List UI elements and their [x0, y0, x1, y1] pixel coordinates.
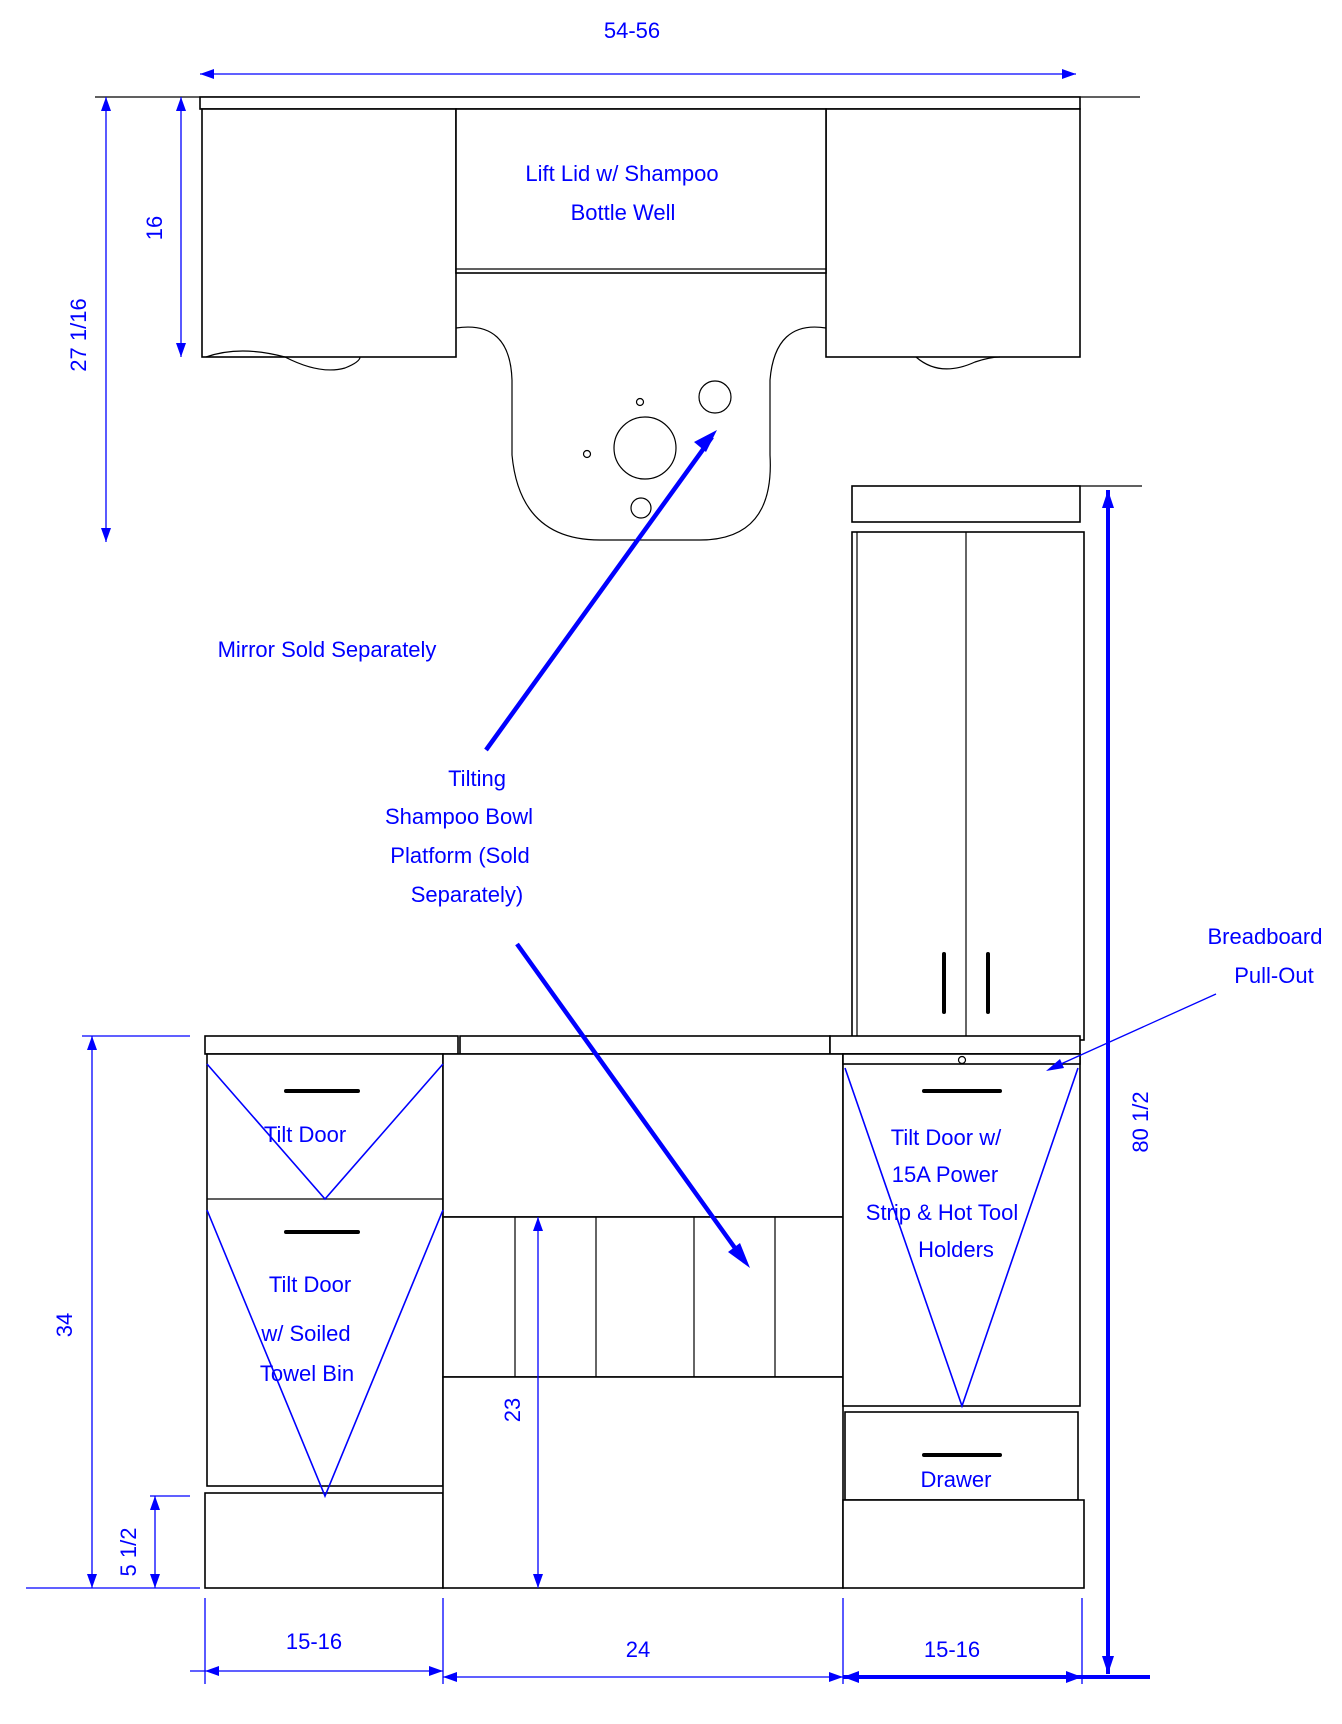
dim-toe-kick: 5 1/2: [116, 1528, 141, 1577]
tilt-swing-indicator-right: [844, 1067, 1079, 1409]
mirror-note: Mirror Sold Separately: [218, 637, 437, 662]
arrowhead-icon: [1102, 1656, 1114, 1674]
dimension-lines: [26, 69, 1150, 1684]
drawer-handle-icon: [284, 1230, 360, 1234]
upper-cabinet-right: [825, 108, 1081, 358]
tilt-door-left-label-line3: Towel Bin: [260, 1361, 354, 1386]
arrowhead-icon: [150, 1496, 160, 1510]
tilt-door-left-label-line2: w/ Soiled: [260, 1321, 350, 1346]
lift-lid-label-line1: Lift Lid w/ Shampoo: [525, 161, 718, 186]
arrowhead-icon: [1046, 1059, 1064, 1071]
arrowhead-icon: [200, 69, 214, 79]
upper-crown-molding: [199, 96, 1081, 110]
tilt-door-left-top-label: Tilt Door: [264, 1122, 346, 1147]
shampoo-bowl-outline: [455, 326, 827, 541]
center-slats: [442, 1216, 844, 1378]
tilt-door-right-label-line3: Strip & Hot Tool: [866, 1200, 1018, 1225]
tilt-door-right-label-line4: Holders: [918, 1237, 994, 1262]
lift-lid-label-line2: Bottle Well: [571, 200, 676, 225]
arrowhead-icon: [101, 528, 111, 542]
drawer-handle-icon: [942, 952, 946, 1014]
tilting-label-line2: Shampoo Bowl: [385, 804, 533, 829]
breadboard-pull-out: [842, 1053, 1081, 1065]
faucet-hole: [698, 380, 732, 414]
upper-cabinet-assembly: [95, 96, 1140, 541]
countertop-left: [204, 1035, 459, 1055]
arrowhead-icon: [843, 1671, 859, 1683]
arrowhead-icon: [728, 1243, 750, 1268]
arrowhead-icon: [533, 1217, 543, 1231]
light-fixture-left: [205, 350, 361, 371]
leader-line-bowl-upper: [484, 435, 714, 752]
arrowhead-icon: [87, 1574, 97, 1588]
callout-leaders: [484, 430, 1217, 1268]
arrowhead-icon: [443, 1672, 457, 1682]
drain-opening: [613, 416, 677, 480]
tower-body: [851, 531, 1085, 1041]
dim-tower-height: 80 1/2: [1128, 1091, 1153, 1152]
drawer-label: Drawer: [921, 1467, 992, 1492]
tilting-label-line4: Separately): [411, 882, 524, 907]
dim-upper-height: 27 1/16: [66, 298, 91, 371]
arrowhead-icon: [1062, 69, 1076, 79]
dim-overall-width: 54-56: [604, 18, 660, 43]
upper-cabinet-left: [201, 108, 457, 358]
countertop-center: [459, 1035, 831, 1055]
drawer-handle-icon: [922, 1453, 1002, 1457]
arrowhead-icon: [429, 1666, 443, 1676]
leader-line-breadboard: [1051, 993, 1217, 1069]
drawer-handle-icon: [986, 952, 990, 1014]
arrowhead-icon: [101, 97, 111, 111]
arrowhead-icon: [176, 97, 186, 111]
sprayer-hole: [630, 497, 652, 519]
countertop-right: [829, 1035, 1081, 1055]
arrowhead-icon: [829, 1672, 843, 1682]
tilting-label-line3: Platform (Sold: [390, 843, 529, 868]
base-cabinet-left: [206, 1053, 444, 1487]
dimension-labels: 54-56 27 1/16 16 34 5 1/2 23 80 1/2 15-1…: [52, 18, 1153, 1662]
callout-labels: Lift Lid w/ Shampoo Bottle Well Mirror S…: [218, 161, 1323, 1492]
arrowhead-icon: [533, 1574, 543, 1588]
dim-center-width: 24: [626, 1637, 650, 1662]
tilt-door-left-label-line1: Tilt Door: [269, 1272, 351, 1297]
breadboard-label-line2: Pull-Out: [1234, 963, 1313, 988]
tilt-door-right-label-line1: Tilt Door w/: [891, 1125, 1002, 1150]
right-toe-kick: [842, 1499, 1085, 1589]
dim-opening-height: 23: [500, 1398, 525, 1422]
breadboard-label-line1: Breadboard: [1208, 924, 1323, 949]
arrowhead-icon: [1066, 1671, 1082, 1683]
tall-tower-cabinet: [851, 485, 1142, 1041]
dim-right-width: 15-16: [924, 1637, 980, 1662]
center-apron: [442, 1053, 844, 1218]
tower-crown: [851, 485, 1081, 523]
drawer-handle-icon: [284, 1089, 360, 1093]
small-hole-top: [635, 397, 645, 407]
arrowhead-icon: [694, 430, 717, 452]
tilt-swing-indicator-left-bottom: [206, 1209, 444, 1499]
center-knee-opening: [442, 1376, 844, 1589]
lift-lid-panel: [455, 108, 827, 274]
breadboard-knob: [957, 1055, 967, 1065]
base-cabinet-right: [842, 1053, 1081, 1407]
arrowhead-icon: [87, 1036, 97, 1050]
tilting-label-line1: Tilting: [448, 766, 506, 791]
arrowhead-icon: [1102, 490, 1114, 508]
arrowhead-icon: [176, 343, 186, 357]
small-hole-left: [582, 449, 592, 459]
tilt-swing-indicator-left-top: [206, 1063, 444, 1201]
dim-left-width: 15-16: [286, 1629, 342, 1654]
tilt-door-right-label-line2: 15A Power: [892, 1162, 998, 1187]
arrowhead-icon: [205, 1666, 219, 1676]
leader-line-bowl-lower: [515, 942, 747, 1264]
arrowhead-icon: [150, 1574, 160, 1588]
left-toe-kick: [204, 1492, 444, 1589]
light-fixture-right: [915, 356, 1001, 370]
dim-base-height: 34: [52, 1313, 77, 1337]
drawer-handle-icon: [922, 1089, 1002, 1093]
base-cabinet-assembly: [204, 1035, 1085, 1589]
dim-upper-cabinet-height: 16: [142, 216, 167, 240]
